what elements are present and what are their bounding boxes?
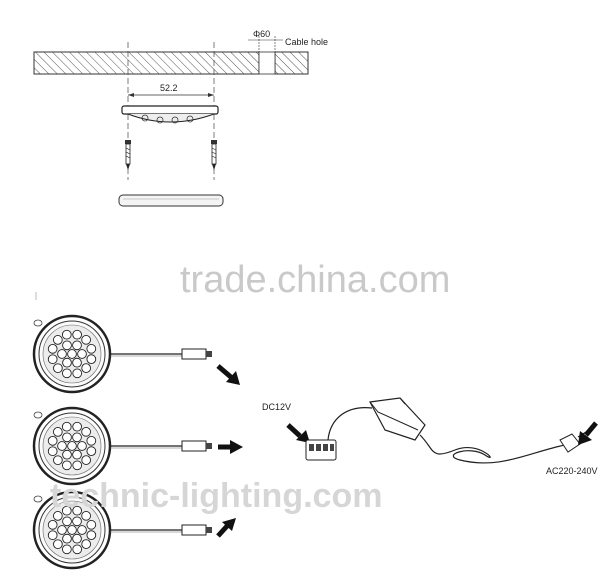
led-dot: [81, 455, 92, 465]
connector-plug: [181, 524, 207, 536]
dc-cable: [327, 407, 373, 441]
led-dot: [72, 516, 82, 527]
led-dot: [61, 421, 72, 432]
screw-right: [211, 140, 217, 170]
led-dot: [53, 539, 63, 550]
led-dot: [47, 520, 58, 530]
led-dot: [53, 363, 63, 374]
screw-left: [125, 140, 131, 170]
led-dot: [86, 530, 97, 540]
led-dot: [62, 544, 72, 555]
led-dot: [53, 455, 63, 466]
dc-arrow: [286, 423, 310, 443]
led-dot: [81, 363, 92, 373]
mounting-board: [33, 51, 309, 75]
width-dimension: 52.2: [128, 83, 214, 97]
led-dot: [62, 340, 72, 351]
led-dot: [77, 349, 87, 359]
cable-hole: [258, 51, 276, 75]
led-dot: [72, 533, 82, 544]
led-dot: [77, 525, 87, 535]
watermark-top: trade.china.com: [180, 259, 450, 301]
distributor-box: [305, 439, 337, 461]
led-dot: [72, 449, 82, 460]
led-dot: [47, 530, 58, 541]
led-dot: [62, 368, 72, 379]
watermark-bottom: technic-lighting.com: [50, 477, 382, 515]
ac-arrow: [578, 421, 598, 445]
led-dot: [86, 354, 97, 364]
lamp-side-view: [121, 105, 219, 124]
led-dot: [61, 505, 72, 516]
led-light-1: [32, 314, 212, 394]
led-dot: [47, 446, 58, 457]
arrow-2: [218, 440, 243, 454]
lights-group: [32, 314, 212, 570]
led-dot: [47, 344, 58, 354]
led-dot: [62, 533, 72, 544]
connector-plug: [181, 348, 207, 360]
arrow-3: [216, 518, 236, 538]
led-dot: [72, 505, 82, 516]
led-dot: [52, 511, 63, 521]
led-dot: [81, 539, 92, 549]
led-dot: [67, 441, 77, 451]
led-light-2: [32, 406, 212, 486]
arrow-1: [216, 364, 240, 385]
led-dot: [62, 449, 72, 460]
installation-drawing: Φ60 Cable hole 52.2: [33, 29, 328, 207]
led-dot: [72, 329, 82, 340]
led-dot: [86, 343, 97, 354]
led-dot: [86, 446, 97, 456]
dc-label: DC12V: [262, 402, 291, 412]
width-label: 52.2: [160, 83, 178, 93]
led-dot: [77, 441, 87, 451]
led-light-3: [32, 490, 212, 570]
led-dot: [72, 421, 82, 432]
led-dot: [86, 519, 97, 530]
led-dot: [61, 329, 72, 340]
led-dot: [62, 357, 72, 368]
led-dot: [72, 357, 82, 368]
led-dot: [67, 525, 77, 535]
led-dot: [86, 435, 97, 446]
led-dot: [57, 441, 67, 451]
led-dot: [72, 368, 83, 379]
led-dot: [81, 334, 91, 345]
led-dot: [57, 349, 67, 359]
led-dot: [72, 340, 82, 351]
diameter-label: Φ60: [253, 29, 270, 39]
led-dot: [72, 544, 83, 555]
led-dot: [81, 510, 91, 521]
led-dot: [52, 335, 63, 345]
cable-hole-dimension: Φ60 Cable hole: [248, 29, 328, 52]
led-dot: [52, 427, 63, 437]
led-dot: [62, 432, 72, 443]
led-dot: [47, 436, 58, 446]
led-dot: [47, 354, 58, 365]
led-driver: [369, 397, 426, 441]
lamp-cover: [118, 194, 224, 207]
ac-label: AC220-240V: [546, 466, 598, 476]
led-dot: [72, 432, 82, 443]
led-dot: [67, 349, 77, 359]
ac-cable: [419, 434, 566, 464]
led-dot: [62, 516, 72, 527]
cable-hole-label: Cable hole: [285, 37, 328, 47]
led-dot: [57, 525, 67, 535]
led-dot: [81, 426, 91, 437]
led-dot: [72, 460, 83, 471]
connector-plug: [181, 440, 207, 452]
led-dot: [62, 460, 72, 471]
